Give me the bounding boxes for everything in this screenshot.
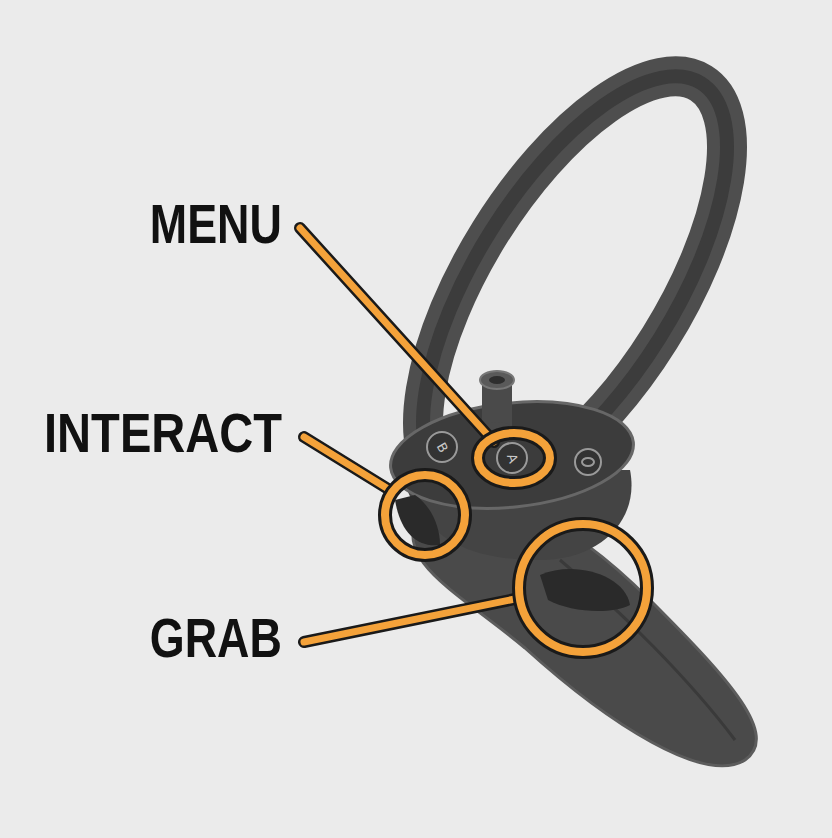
grab-label: GRAB bbox=[150, 610, 282, 666]
interact-label: INTERACT bbox=[44, 405, 282, 461]
menu-label: MENU bbox=[150, 196, 282, 252]
